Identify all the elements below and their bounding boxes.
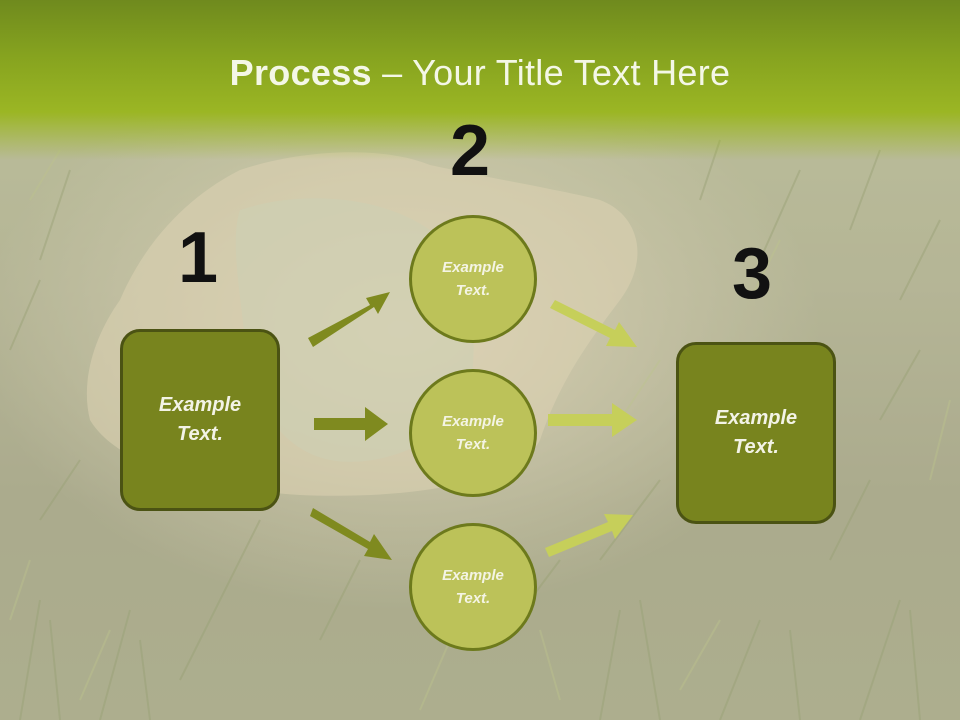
- step-1-box[interactable]: Example Text.: [120, 329, 280, 511]
- step-number-2: 2: [450, 111, 491, 191]
- arrow-1-to-top: [308, 292, 390, 347]
- arrow-top-to-3: [550, 300, 637, 347]
- circle-middle-label: Example Text.: [442, 413, 504, 453]
- arrow-middle-to-3: [548, 403, 637, 437]
- step-3-box[interactable]: Example Text.: [676, 342, 836, 524]
- arrow-bottom-to-3: [545, 514, 633, 557]
- circle-bottom[interactable]: Example Text.: [409, 523, 537, 651]
- title-bold: Process: [229, 52, 372, 93]
- step-number-3: 3: [732, 234, 773, 314]
- circle-middle[interactable]: Example Text.: [409, 369, 537, 497]
- circle-top-label: Example Text.: [442, 259, 504, 299]
- arrow-1-to-bottom: [310, 508, 392, 560]
- step-3-label: Example Text.: [714, 407, 798, 458]
- step-1-label: Example Text.: [158, 394, 242, 445]
- slide-title: Process – Your Title Text Here: [0, 52, 960, 94]
- title-rest: – Your Title Text Here: [371, 52, 731, 93]
- circle-bottom-label: Example Text.: [442, 567, 504, 607]
- circle-top[interactable]: Example Text.: [409, 215, 537, 343]
- title-bar: [0, 0, 960, 160]
- arrow-1-to-middle: [314, 407, 388, 441]
- step-number-1: 1: [178, 218, 219, 298]
